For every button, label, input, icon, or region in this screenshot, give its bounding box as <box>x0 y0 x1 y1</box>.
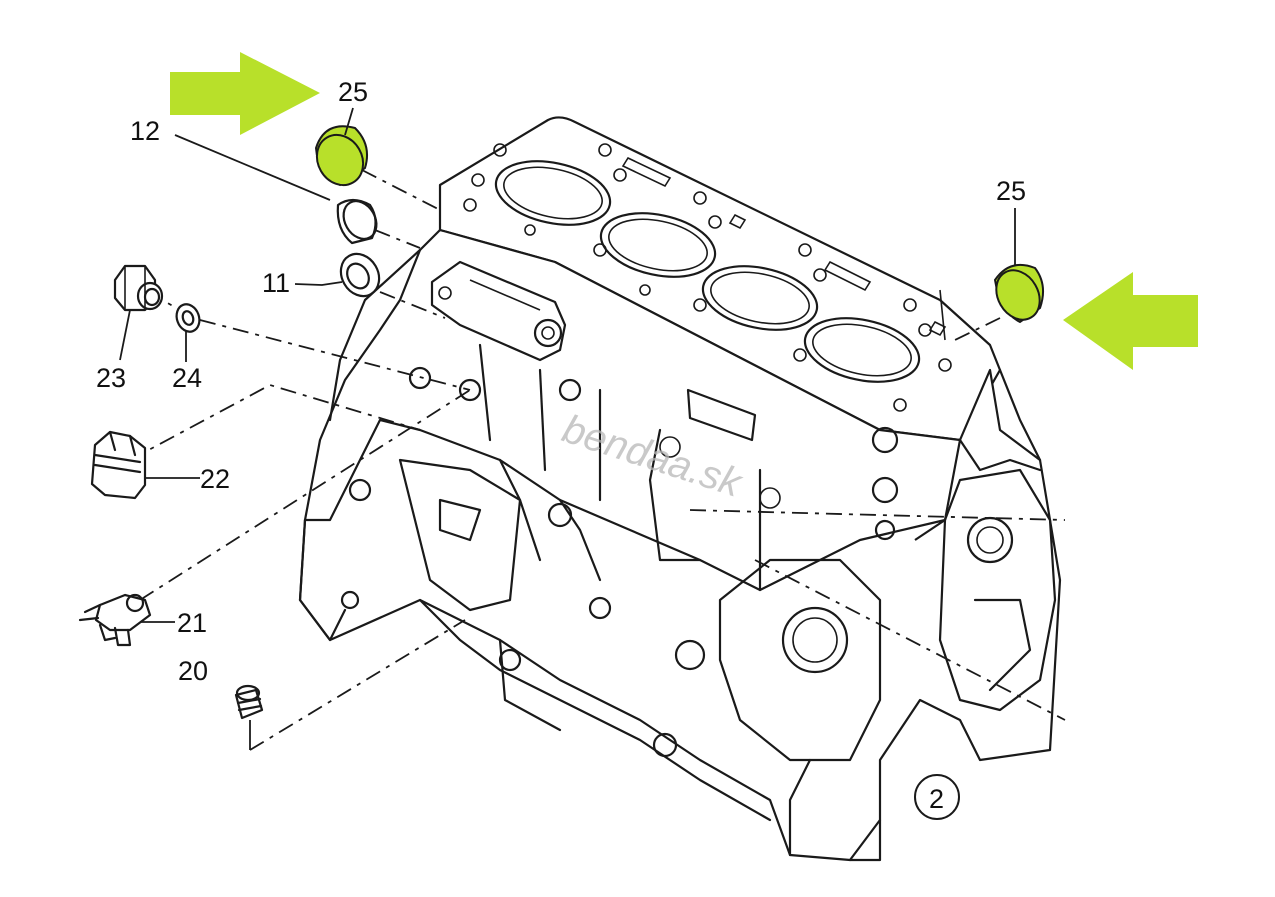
part-22-cover-cap <box>90 430 147 500</box>
part-25-plug-right <box>993 264 1045 324</box>
label-part-11: 11 <box>262 268 290 298</box>
label-part-12: 12 <box>130 116 160 146</box>
leader-lines <box>119 107 1016 750</box>
label-part-23: 23 <box>96 363 126 393</box>
engine-block <box>298 116 1062 862</box>
part-23-screw-plug <box>113 264 164 312</box>
view-number-circle <box>914 774 960 820</box>
arrow-left-icon <box>1063 272 1198 370</box>
label-part-21: 21 <box>177 608 207 638</box>
part-24-washer <box>175 303 201 333</box>
part-12-cup-plug <box>336 198 378 245</box>
label-part-25-top: 25 <box>338 77 368 107</box>
label-part-20: 20 <box>178 656 208 686</box>
part-25-plug-top <box>314 125 368 187</box>
assembly-guide-lines <box>129 169 1066 751</box>
part-11-seal-ring <box>339 252 381 298</box>
part-21-drain-valve <box>78 593 152 647</box>
part-20-plug <box>234 684 264 720</box>
label-part-25-right: 25 <box>996 176 1026 206</box>
view-number-label: 2 <box>929 784 944 814</box>
label-part-22: 22 <box>200 464 230 494</box>
arrow-right-icon <box>170 52 320 135</box>
label-part-24: 24 <box>172 363 202 393</box>
